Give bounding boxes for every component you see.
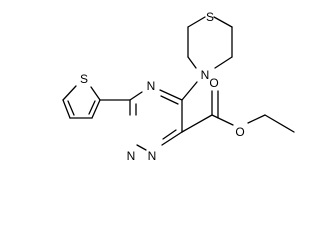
atom-triazine-n1: N bbox=[148, 149, 157, 163]
thiomorpholine-ring bbox=[187, 16, 233, 69]
bond-s-c5 bbox=[62, 85, 77, 101]
atom-carbonyl-o: O bbox=[209, 76, 218, 90]
bond-n2-n1 bbox=[136, 144, 147, 151]
bond-s-c-left bbox=[187, 16, 206, 28]
bond-c6-carbonyl bbox=[181, 114, 213, 133]
bond-o-ch2 bbox=[247, 114, 266, 124]
bond-ch2-ch3 bbox=[264, 114, 295, 133]
bond-c5-n4-inner bbox=[160, 95, 179, 105]
ethyl-ester bbox=[181, 90, 295, 133]
bond-c3-c2 bbox=[91, 99, 101, 119]
bond-c-n-left bbox=[187, 56, 197, 69]
structure-diagram: S N N N N S O O bbox=[62, 10, 295, 163]
atom-triazine-n2: N bbox=[127, 149, 136, 163]
bond-c-s-right bbox=[213, 16, 233, 28]
bond-n1-c6 bbox=[161, 131, 183, 146]
atom-thiomorpholine-s: S bbox=[206, 10, 214, 24]
bond-c5-c4 bbox=[62, 99, 71, 119]
molecule-drawing: S N N N N S O O bbox=[62, 10, 295, 163]
bond-c3-c2-inner bbox=[88, 100, 96, 115]
bond-n1-c6-inner bbox=[162, 129, 177, 140]
bond-c2-s bbox=[90, 86, 101, 101]
triazine-ring bbox=[129, 89, 183, 151]
bond-n4-c3 bbox=[129, 91, 143, 101]
bond-c5-c4-inner bbox=[67, 100, 75, 116]
bond-n-c-right bbox=[214, 56, 233, 69]
atom-thiophene-s: S bbox=[80, 72, 88, 86]
thiophene-ring bbox=[62, 85, 131, 119]
atom-ester-o: O bbox=[235, 125, 244, 139]
atom-thiomorpholine-n: N bbox=[201, 68, 210, 82]
bond-c5-n4 bbox=[159, 89, 183, 101]
bond-carbonyl-o-single bbox=[211, 114, 234, 126]
atom-triazine-n4: N bbox=[147, 79, 156, 93]
bond-n-c5 bbox=[181, 81, 198, 101]
